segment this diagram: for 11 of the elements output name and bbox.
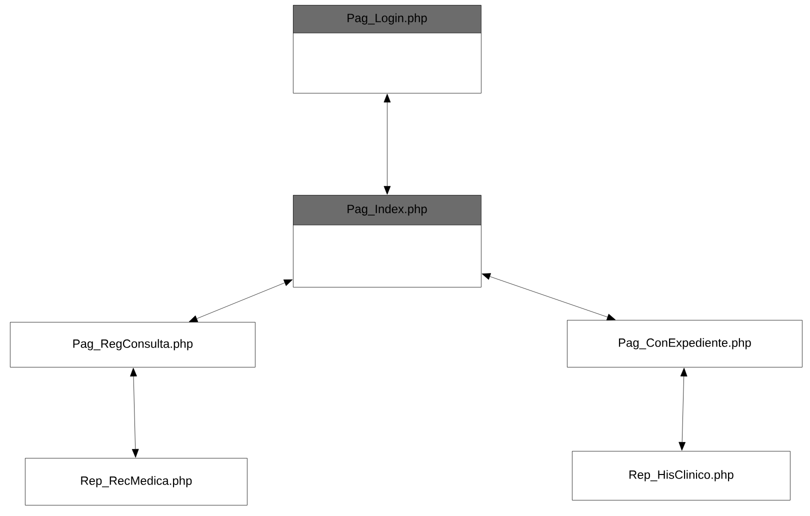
- arrow: [482, 273, 616, 320]
- arrow: [188, 279, 293, 322]
- page-box: Rep_RecMedica.php: [25, 458, 248, 506]
- page-box: Pag_Index.php: [292, 195, 482, 288]
- page-box: Pag_RegConsulta.php: [10, 322, 256, 368]
- arrow: [130, 368, 139, 458]
- page-box: Rep_HisClinico.php: [572, 451, 790, 500]
- page-box: Pag_ConExpediente.php: [567, 320, 802, 368]
- arrow: [678, 368, 688, 451]
- page-box: Pag_Login.php: [292, 5, 482, 94]
- arrow: [384, 94, 391, 195]
